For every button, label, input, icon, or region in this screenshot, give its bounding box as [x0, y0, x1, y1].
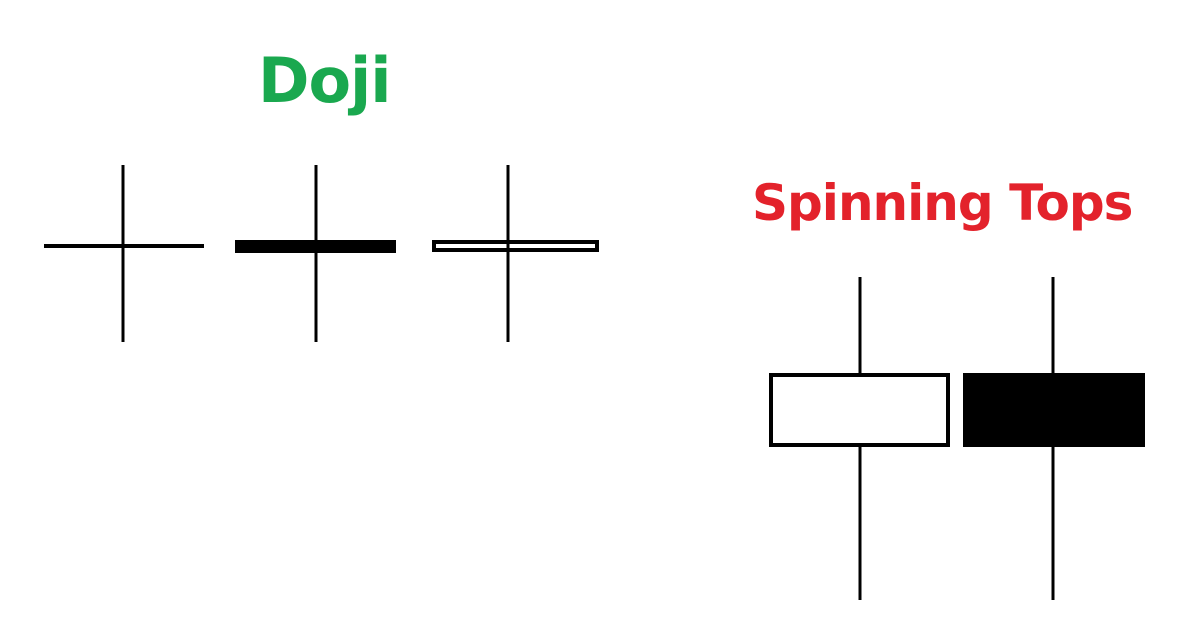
hollow-spinning-top-candle [769, 277, 950, 600]
body-line [44, 244, 204, 248]
spinning-top-candles [769, 277, 1145, 600]
hollow-body [769, 373, 950, 447]
doji-title: Doji [258, 44, 392, 117]
filled-spinning-top-candle [963, 277, 1145, 600]
filled-body [235, 240, 396, 253]
filled-doji-candle [235, 165, 396, 342]
doji-candles [44, 165, 599, 342]
spinning-tops-title: Spinning Tops [752, 174, 1133, 232]
hollow-body [432, 240, 599, 252]
filled-body [963, 373, 1145, 447]
hollow-doji-candle [432, 165, 599, 342]
plain-doji-candle [44, 165, 204, 342]
